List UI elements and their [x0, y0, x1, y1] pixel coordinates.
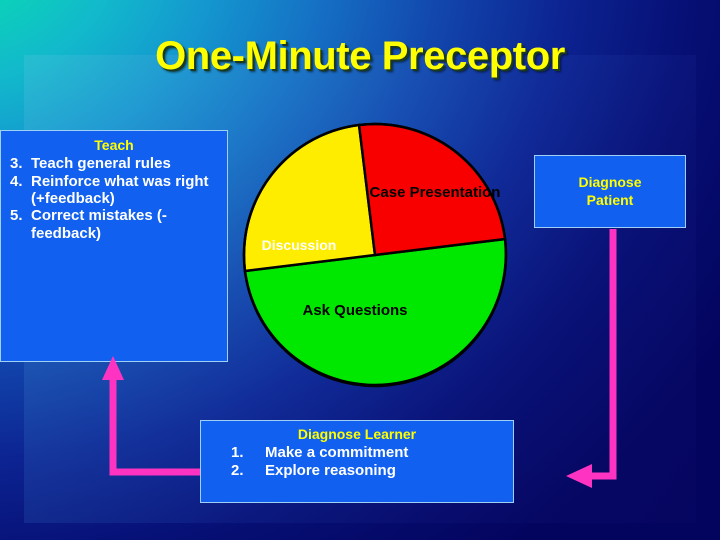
- list-item-text: Teach general rules: [31, 155, 171, 173]
- page-title: One-Minute Preceptor: [155, 34, 565, 78]
- list-item: 5. Correct mistakes (-feedback): [5, 207, 223, 242]
- diagnose-patient-line2: Patient: [586, 191, 634, 208]
- list-item-number: 3.: [10, 155, 23, 173]
- pie-chart-svg: [242, 122, 508, 388]
- list-item-number: 1.: [231, 444, 244, 462]
- arrow-learner-to-teach-line: [109, 375, 200, 476]
- arrow-patient-to-learner: [566, 229, 617, 488]
- list-item: 2. Explore reasoning: [231, 462, 509, 480]
- pie-slice-discussion: [357, 122, 507, 257]
- diagnose-learner-box[interactable]: Diagnose Learner 1. Make a commitment 2.…: [200, 420, 514, 503]
- list-item-text: Make a commitment: [265, 444, 409, 462]
- diagnose-patient-line1: Diagnose: [578, 174, 642, 191]
- list-item-number: 2.: [231, 462, 244, 480]
- diagnose-learner-heading: Diagnose Learner: [297, 426, 417, 442]
- pie-chart: Case Presentation Ask Questions Discussi…: [242, 122, 508, 388]
- teach-box[interactable]: Teach 3. Teach general rules 4. Reinforc…: [0, 130, 228, 362]
- list-item-number: 5.: [10, 207, 23, 225]
- list-item-text: Explore reasoning: [265, 462, 396, 480]
- arrow-patient-to-learner-head: [566, 464, 592, 488]
- list-item: 1. Make a commitment: [231, 444, 509, 462]
- list-item-text: Reinforce what was right (+feedback): [31, 172, 209, 208]
- arrow-learner-to-teach: [102, 356, 200, 476]
- teach-box-heading: Teach: [94, 137, 134, 153]
- list-item-number: 4.: [10, 172, 23, 190]
- pie-outline: [242, 122, 508, 388]
- teach-box-list: 3. Teach general rules 4. Reinforce what…: [5, 155, 223, 242]
- arrow-patient-to-learner-line: [590, 229, 617, 480]
- diagnose-learner-list: 1. Make a commitment 2. Explore reasonin…: [205, 444, 509, 481]
- list-item: 3. Teach general rules: [5, 155, 223, 172]
- list-item-text: Correct mistakes (-feedback): [31, 207, 167, 242]
- pie-slice-ask-questions: [242, 123, 377, 273]
- diagnose-patient-box[interactable]: Diagnose Patient: [534, 155, 686, 228]
- diagnose-patient-text: Diagnose Patient: [578, 174, 641, 208]
- list-item: 4. Reinforce what was right (+feedback): [5, 173, 223, 208]
